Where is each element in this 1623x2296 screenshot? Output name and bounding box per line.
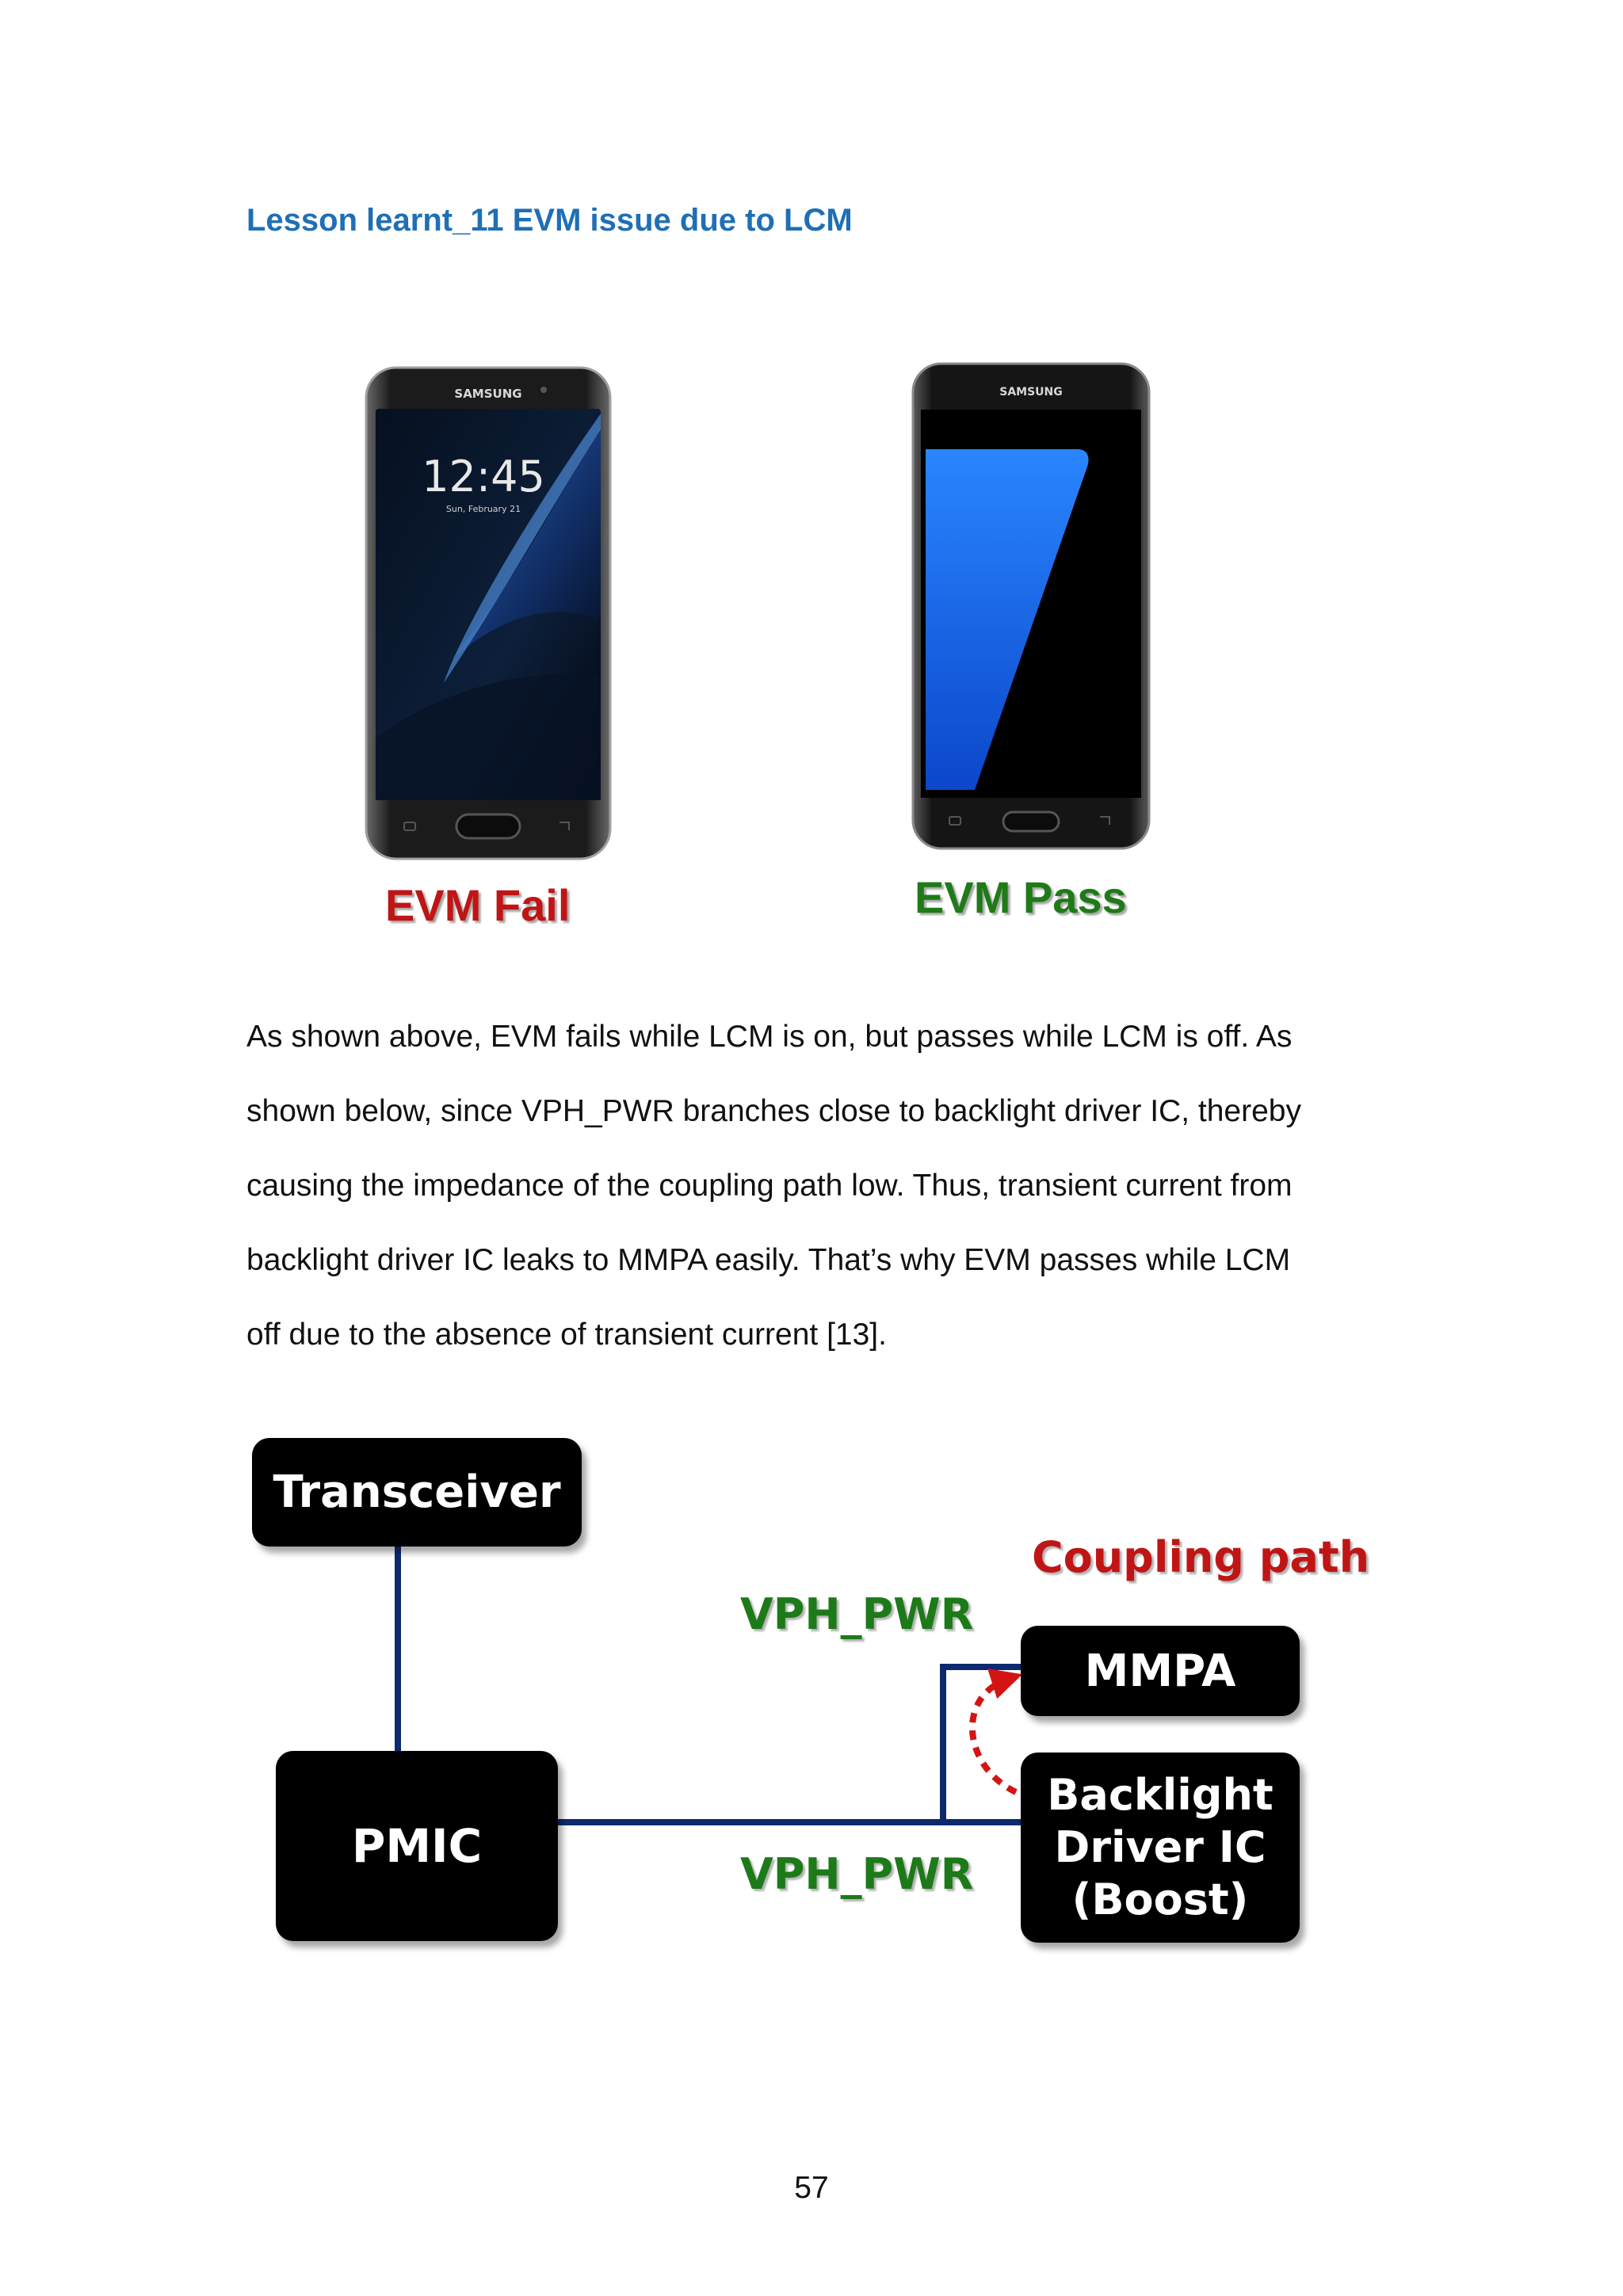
vph-pwr-label-top: VPH_PWR xyxy=(740,1589,974,1639)
coupling-path-label: Coupling path xyxy=(1032,1532,1370,1582)
phone-brand-text: SAMSUNG xyxy=(454,387,521,401)
vph-branch-to-mmpa-line xyxy=(940,1664,1022,1822)
phone-evm-fail-image: SAMSUNG 12:45 Sun, February 21 xyxy=(365,366,612,860)
phone-clock-text: 12:45 xyxy=(422,452,545,502)
page-title: Lesson learnt_11 EVM issue due to LCM xyxy=(246,203,853,238)
backlight-line-1: Backlight xyxy=(1047,1770,1274,1820)
backlight-line-2: Driver IC xyxy=(1054,1822,1266,1872)
paragraph-line: off due to the absence of transient curr… xyxy=(246,1318,887,1352)
phone-brand-text: SAMSUNG xyxy=(999,386,1063,399)
paragraph-line: shown below, since VPH_PWR branches clos… xyxy=(246,1094,1301,1128)
mmpa-block: MMPA xyxy=(1021,1626,1300,1716)
page-number: 57 xyxy=(794,2171,829,2205)
phone-evm-pass-image: SAMSUNG xyxy=(911,362,1151,850)
paragraph-line: causing the impedance of the coupling pa… xyxy=(246,1169,1293,1203)
evm-pass-label: EVM Pass xyxy=(915,872,1127,922)
body-paragraph: As shown above, EVM fails while LCM is o… xyxy=(246,1000,1388,1372)
vph-pwr-label-bottom: VPH_PWR xyxy=(740,1849,974,1899)
transceiver-block: Transceiver xyxy=(252,1438,582,1547)
paragraph-line: backlight driver IC leaks to MMPA easily… xyxy=(246,1243,1291,1277)
coupling-path-arrow xyxy=(969,1669,1023,1795)
pmic-block: PMIC xyxy=(276,1751,558,1941)
paragraph-line: As shown above, EVM fails while LCM is o… xyxy=(246,1020,1293,1054)
evm-fail-label: EVM Fail xyxy=(385,880,571,930)
phone-date-text: Sun, February 21 xyxy=(446,504,521,514)
backlight-line-3: (Boost) xyxy=(1071,1875,1249,1924)
backlight-driver-block: Backlight Driver IC (Boost) xyxy=(1021,1753,1300,1943)
